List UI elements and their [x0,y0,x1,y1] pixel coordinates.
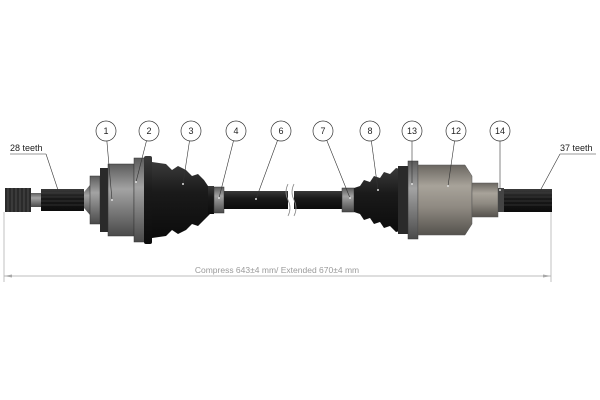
balloon-circle [180,120,202,142]
balloon-13: 13 [401,120,423,185]
leader-dot [255,198,257,200]
leader-line [371,140,379,191]
balloon-number: 6 [278,126,283,136]
balloon-1: 1 [95,120,117,201]
balloon-number: 2 [146,126,151,136]
length-dimension [3,212,552,282]
balloon-circle [95,120,117,142]
leader-line [218,140,234,199]
leader-dot [182,183,184,185]
leader-dot [349,197,351,199]
leader-line [182,140,190,185]
intermediate-shaft [224,183,342,217]
balloon-circle [445,120,467,142]
balloon-3: 3 [180,120,202,185]
balloon-number: 4 [233,126,238,136]
leader-dot [377,189,379,191]
leader-line [255,140,278,200]
outer-boot-clamp [213,186,225,214]
dimension-text: Compress 643±4 mm/ Extended 670±4 mm [195,265,359,275]
balloon-2: 2 [135,120,160,183]
leader-line [135,140,147,183]
balloon-number: 13 [407,126,417,136]
leader-dot [447,185,449,187]
balloon-number: 1 [103,126,108,136]
leader-line [326,140,351,199]
balloon-4: 4 [218,120,247,199]
balloon-circle [225,120,247,142]
balloon-circle [359,120,381,142]
balloon-7: 7 [312,120,351,199]
balloon-circle [489,120,511,142]
left-spline-callout: 28 teeth [10,143,59,191]
balloon-circle [270,120,292,142]
leader-dot [135,181,137,183]
left-teeth-label: 28 teeth [10,143,43,153]
leader-dot [111,199,113,201]
outer-cv-joint [84,157,147,243]
inner-boot [354,168,404,232]
balloon-number: 14 [495,126,505,136]
right-stub-spline [504,189,552,212]
balloon-number: 12 [451,126,461,136]
right-teeth-label: 37 teeth [560,143,593,153]
balloon-circle [138,120,160,142]
balloon-12: 12 [445,120,467,187]
leader-line [447,140,455,187]
balloon-8: 8 [359,120,381,191]
inner-boot-clamp [341,187,355,213]
left-stub-shaft [5,188,84,212]
leader-dot [411,183,413,185]
balloon-number: 8 [367,126,372,136]
inner-cv-housing [398,160,504,240]
balloon-6: 6 [255,120,292,200]
balloon-14: 14 [489,120,511,191]
balloon-circle [401,120,423,142]
balloon-circle [312,120,334,142]
leader-line [106,140,113,201]
balloon-number: 7 [320,126,325,136]
balloon-number: 3 [188,126,193,136]
leader-dot [218,197,220,199]
leader-dot [499,189,501,191]
outer-boot [144,156,214,244]
right-spline-callout: 37 teeth [539,143,596,192]
